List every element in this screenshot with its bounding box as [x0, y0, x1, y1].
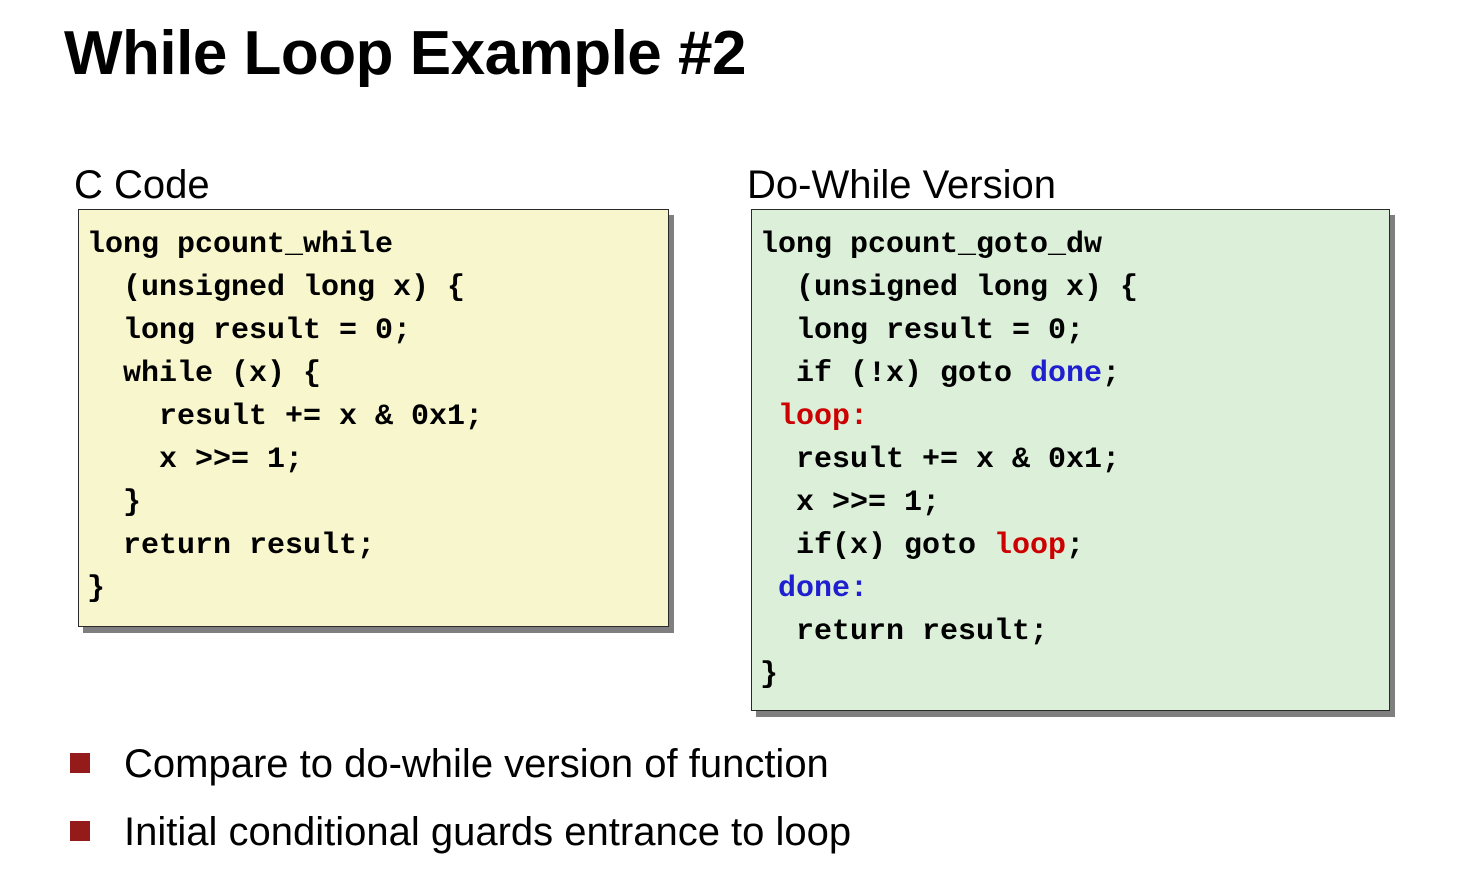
code-line: while (x) {	[87, 357, 322, 391]
c-code-heading: C Code	[74, 163, 210, 207]
square-bullet-icon	[70, 821, 90, 842]
code-line: done:	[760, 568, 1389, 611]
bullet-text: Compare to do-while version of function	[124, 742, 829, 786]
bullet-item: Compare to do-while version of function	[70, 735, 851, 803]
code-line: x >>= 1;	[760, 486, 941, 520]
goto-target-loop: loop	[994, 529, 1067, 563]
code-line: long result = 0;	[87, 314, 412, 348]
square-bullet-icon	[70, 753, 90, 774]
slide-title: While Loop Example #2	[64, 19, 746, 88]
do-while-code-box: long pcount_goto_dw (unsigned long x) { …	[751, 209, 1390, 711]
do-while-heading: Do-While Version	[747, 163, 1057, 207]
code-line: return result;	[760, 615, 1049, 649]
code-line: loop:	[760, 396, 1389, 439]
bullet-list: Compare to do-while version of function …	[70, 735, 851, 871]
code-line: (unsigned long x) {	[87, 271, 466, 305]
label-loop: loop:	[778, 400, 869, 434]
code-line: (unsigned long x) {	[760, 271, 1139, 305]
code-line: if (!x) goto done;	[760, 357, 1121, 391]
bullet-item: Initial conditional guards entrance to l…	[70, 803, 851, 871]
code-line: }	[87, 486, 142, 520]
bullet-text: Initial conditional guards entrance to l…	[124, 810, 852, 854]
code-line: return result;	[87, 529, 376, 563]
label-done: done:	[778, 572, 869, 606]
code-line: long pcount_goto_dw	[760, 228, 1103, 262]
code-line: }	[87, 572, 106, 606]
code-line: result += x & 0x1;	[87, 400, 484, 434]
code-line: result += x & 0x1;	[760, 443, 1121, 477]
code-line: long result = 0;	[760, 314, 1085, 348]
code-line: x >>= 1;	[87, 443, 304, 477]
c-code-box: long pcount_while (unsigned long x) { lo…	[78, 209, 669, 627]
code-line: long pcount_while	[87, 228, 394, 262]
goto-target-done: done	[1030, 357, 1103, 391]
code-line: }	[760, 658, 779, 692]
code-line: if(x) goto loop;	[760, 529, 1085, 563]
